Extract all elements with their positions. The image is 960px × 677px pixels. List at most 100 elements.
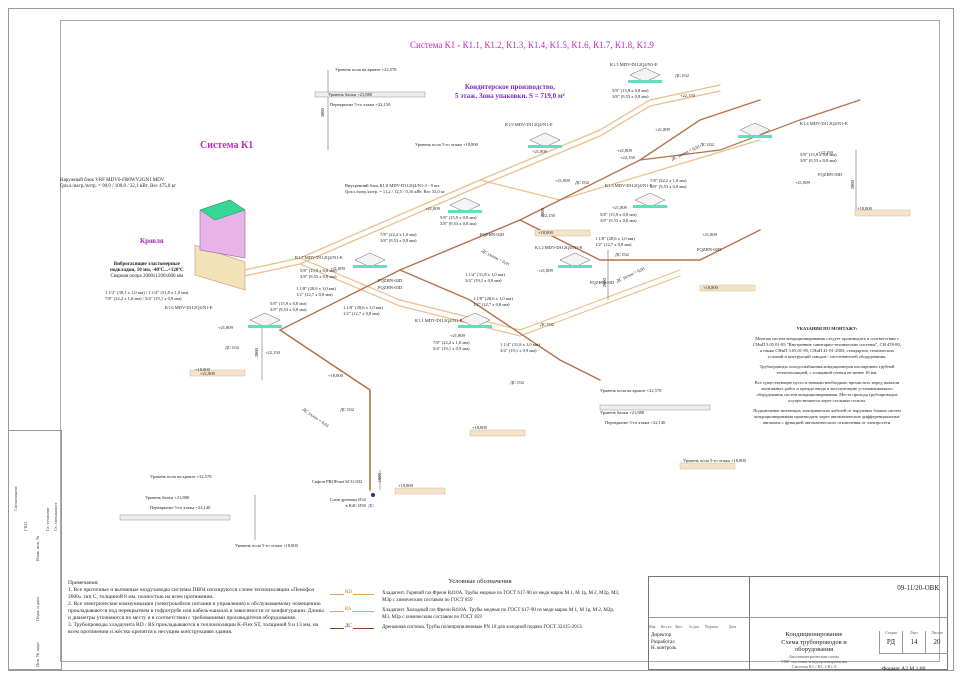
legend-item-rd: RD Хладагент. Горячий газ Фреон R410A. Т… bbox=[330, 590, 630, 604]
pipe-size-label: 1.1/8" (28,6 х 1,0 мм)1/2" (12,7 х 0,8 м… bbox=[473, 296, 513, 307]
format-label: Формат А2 М 1:80 bbox=[882, 666, 926, 672]
roof-slab bbox=[314, 91, 426, 98]
slab-beam-note: Уровень балки +21,880 bbox=[145, 495, 190, 500]
legend: Условные обозначения RD Хладагент. Горяч… bbox=[330, 578, 630, 632]
drain-tag: ДС 032 bbox=[540, 322, 554, 327]
zone-label-line: 5 этаж. Зона упаковки. S = 719,0 м² bbox=[455, 92, 565, 100]
document-code: 09-11/20-ОВК bbox=[897, 584, 939, 592]
branch-label: FQZHN-03D bbox=[590, 280, 615, 285]
support-line: Сварная опора 2000х1200х600 мм bbox=[110, 274, 184, 279]
level-mark: +18,800 bbox=[472, 425, 487, 430]
pipe-size-label: 1.1/8" (28,6 х 1,0 мм)1/2" (12,7 х 0,8 м… bbox=[296, 286, 336, 297]
legend-item-drain: ДС Дренажная система. Трубы полипропилен… bbox=[330, 624, 630, 632]
drain-tag: ДС 032 bbox=[700, 142, 714, 147]
level-mark: +21,809 bbox=[612, 205, 627, 210]
branch-label: FQZHN-02D bbox=[697, 247, 722, 252]
slab-floor-note: Перекрытие 5-го этажа +22,140 bbox=[150, 505, 211, 510]
floor-slab bbox=[534, 229, 591, 237]
slab-floor-note: Перекрытие 5-го этажа +22,150 bbox=[330, 102, 391, 107]
outdoor-unit-model: Наружный блок VRF MDV6-i900WV2GN1 MDV bbox=[60, 178, 165, 183]
level-mark: +21,809 bbox=[450, 333, 465, 338]
slab-top-note: Уровень пола на кровле +22,578 bbox=[335, 67, 397, 72]
mounting-paragraph: Подключение питающих электрических кабел… bbox=[753, 408, 901, 425]
level-mark: +21,809 bbox=[655, 127, 670, 132]
level-mark: +18,800 bbox=[328, 373, 343, 378]
outdoor-pipe-sizes: 1.1/2" (38,1 х 1,0 мм) / 1.1/4" (31,8 х … bbox=[105, 290, 188, 301]
drain-tag: ДС 032 bbox=[225, 345, 239, 350]
mounting-heading: УКАЗАНИЯ ПО МОНТАЖУ: bbox=[796, 326, 858, 331]
legend-line-drain: ДС bbox=[330, 624, 374, 631]
side-label: Инв. № подл. bbox=[35, 641, 40, 667]
unit-label-k1-7: К1.7 MDV-D112Q4/N1-E bbox=[295, 255, 343, 260]
indoor-unit-icon-k1-3 bbox=[633, 192, 667, 208]
outdoor-unit-icon bbox=[194, 199, 246, 291]
level-mark: +22,150 bbox=[818, 150, 833, 155]
drain-outlet-line: Слив дренажа Ø32 bbox=[330, 497, 366, 502]
refrigerant-main-line-2 bbox=[234, 90, 721, 279]
level-mark: +21,809 bbox=[617, 148, 632, 153]
floor-slab bbox=[189, 369, 246, 377]
indoor-unit-icon-k1-7 bbox=[353, 252, 387, 268]
dimension-label: 1000 bbox=[376, 473, 382, 483]
pipe-size-label: 5/8" (15,9 х 0,8 мм)3/8" (9,53 х 0,8 мм) bbox=[440, 215, 477, 226]
pipe-size-label: 5/8" (15,9 х 0,8 мм)3/8" (9,53 х 0,8 мм) bbox=[300, 268, 337, 279]
unit-label-k1-9: К1.9 MDV-D112Q4/N1-E bbox=[505, 122, 553, 127]
unit-label-k1-5: К1.5 MDV-D112Q4/N1-E bbox=[610, 62, 658, 67]
indoor-unit-icon-k1-8 bbox=[448, 197, 482, 213]
roof-slab bbox=[599, 404, 711, 411]
drain-line-branch-2 bbox=[519, 219, 761, 261]
drawing-frame bbox=[60, 20, 940, 662]
note-item: 2. Все электрические коммуникации (элект… bbox=[68, 601, 324, 621]
system-label: Система К1 bbox=[200, 140, 254, 151]
branch-label: FQZHN-02D bbox=[378, 278, 403, 283]
side-label: Согласовано: bbox=[13, 485, 18, 511]
roof-slab bbox=[119, 514, 231, 521]
level-mark: +18,800 bbox=[857, 206, 872, 211]
refrigerant-branch-lower bbox=[299, 257, 681, 331]
unit-label-k1-1: К1.1 MDV-D112Q4/N1-E bbox=[415, 318, 463, 323]
pipe-size: 1.1/2" (38,1 х 1,0 мм) / 1.1/4" (31,8 х … bbox=[105, 290, 189, 295]
pipe-size-label: 7/8" (22,2 х 1,0 мм)3/8" (9,53 х 0,8 мм) bbox=[380, 232, 417, 243]
pipe-size-label: 1.1/4" (31,8 х 1,0 мм)3/4" (19,1 х 0,9 м… bbox=[465, 272, 505, 283]
pipe-size-label: 5/8" (15,9 х 0,8 мм)3/8" (9,53 х 0,8 мм) bbox=[612, 88, 649, 99]
pipe-size-label: 1.1/4" (31,8 х 1,0 мм)3/4" (19,1 х 0,9 м… bbox=[500, 342, 540, 353]
pipe-size-label: 7/8" (22,2 х 1,0 мм)3/4" (19,1 х 0,9 мм) bbox=[433, 340, 470, 351]
side-label: Подп. и дата bbox=[35, 596, 40, 621]
level-mark: +21,809 bbox=[330, 266, 345, 271]
floor-slab bbox=[854, 209, 911, 217]
level-mark: +21,809 bbox=[795, 180, 810, 185]
slab-beam-note: Уровень балки +21,880 bbox=[600, 410, 645, 415]
refrigerant-main-line bbox=[234, 84, 721, 273]
notes-heading: Примечания: bbox=[68, 580, 99, 586]
zone-label-line: Кондитерское производство, bbox=[464, 83, 555, 91]
level-mark: +21,809 bbox=[555, 178, 570, 183]
level-mark: +21,809 bbox=[532, 149, 547, 154]
mounting-paragraph: Трубопроводы холодоснабжения кондиционер… bbox=[759, 364, 895, 375]
legend-line-rs: RS bbox=[330, 607, 374, 614]
vibration-line: Виброгасящие эластомерные bbox=[113, 262, 180, 267]
note-item: 1. Все приточные и вытяжные воздуховоды … bbox=[68, 587, 315, 600]
level-mark: +18,800 bbox=[398, 483, 413, 488]
dimension-label: 3000 bbox=[539, 208, 545, 218]
indoor-unit-icon-k1-6 bbox=[248, 312, 282, 328]
floor-slab bbox=[469, 429, 526, 437]
pipe-size-label: 5/8" (15,9 х 0,8 мм)3/8" (9,53 х 0,8 мм) bbox=[600, 212, 637, 223]
drawing-sheet bbox=[8, 8, 954, 671]
drain-tag: ДС 032 bbox=[615, 252, 629, 257]
indoor-unit-model: Внутренний блок К1.8 MDV-D112Q4/N1-3 - 9… bbox=[345, 183, 441, 188]
level-mark: +21,809 bbox=[425, 206, 440, 211]
level-mark: +21,809 bbox=[702, 232, 717, 237]
indoor-unit-icon-k1-5 bbox=[628, 67, 662, 83]
drain-line-branch bbox=[399, 269, 601, 381]
outdoor-unit-specs: Qохл./нагр./потр. = 90,0 / 100,0 / 32,1 … bbox=[60, 184, 177, 189]
legend-item-rs: RS Хладагент. Холодный газ Фреон R410A. … bbox=[330, 607, 630, 621]
level-mark: +21,809 bbox=[218, 325, 233, 330]
level-mark: +18,800 bbox=[703, 285, 718, 290]
pipe-size-label: 5/8" (15,9 х 0,8 мм)3/8" (9,53 х 0,8 мм) bbox=[800, 152, 837, 163]
zone-label: Кондитерское производство, 5 этаж. Зона … bbox=[455, 83, 565, 101]
floor-slab bbox=[679, 462, 736, 470]
floor-slab bbox=[699, 284, 756, 292]
